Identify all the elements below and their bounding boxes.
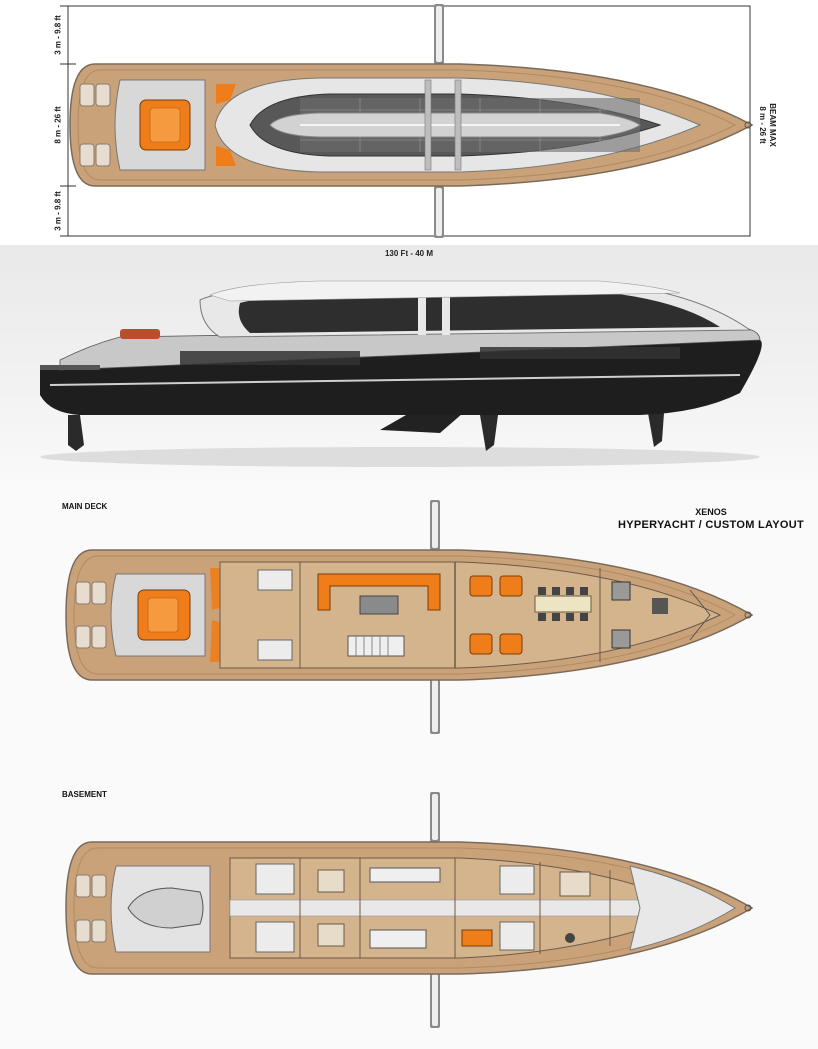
main-deck-interior	[219, 561, 722, 669]
dining-table	[534, 595, 592, 613]
lower-margin-dimension: 3 m - 9.8 ft	[53, 191, 63, 231]
overall-length-label: 130 Ft - 40 M	[384, 249, 433, 258]
orange-accent	[216, 84, 236, 104]
bow-void	[629, 865, 736, 951]
main-foil	[480, 415, 498, 451]
brand-subtitle: HYPERYACHT / CUSTOM LAYOUT	[617, 519, 805, 531]
stern-foil	[68, 415, 84, 451]
main-deck-plan	[65, 500, 754, 734]
side-glazing	[238, 293, 720, 333]
dimension-frame	[67, 5, 751, 237]
basement-title: BASEMENT	[62, 790, 107, 799]
side-profile-drawing	[40, 280, 762, 467]
basement-plan	[65, 792, 754, 1028]
hull-beam-dimension: 8 m - 26 ft	[53, 106, 63, 144]
deck-plans: MAIN DECK XENOS HYPERYACHT / CUSTOM LAYO…	[0, 490, 818, 1049]
main-deck-title: MAIN DECK	[62, 502, 108, 511]
upper-margin-dimension: 3 m - 9.8 ft	[53, 15, 63, 55]
top-plan-drawing	[60, 4, 754, 238]
brand-name: XENOS	[695, 507, 727, 517]
bow-foil	[648, 413, 664, 447]
basement-corridor	[229, 899, 651, 917]
side-profile-view: 130 Ft - 40 M	[0, 245, 818, 490]
beam-max-value: 8 m - 26 ft	[758, 106, 767, 144]
salon-sofa	[317, 573, 441, 611]
tender-boat	[127, 887, 204, 929]
deck-plans-drawing	[65, 500, 754, 1028]
aft-tender	[120, 329, 160, 339]
aft-lounger	[79, 83, 95, 107]
beam-max-label: BEAM MAX 8 m - 26 ft	[757, 103, 777, 147]
beam-max-title: BEAM MAX	[768, 103, 777, 147]
top-plan-view: 3 m - 9.8 ft 8 m - 26 ft 3 m - 9.8 ft BE…	[0, 0, 818, 245]
